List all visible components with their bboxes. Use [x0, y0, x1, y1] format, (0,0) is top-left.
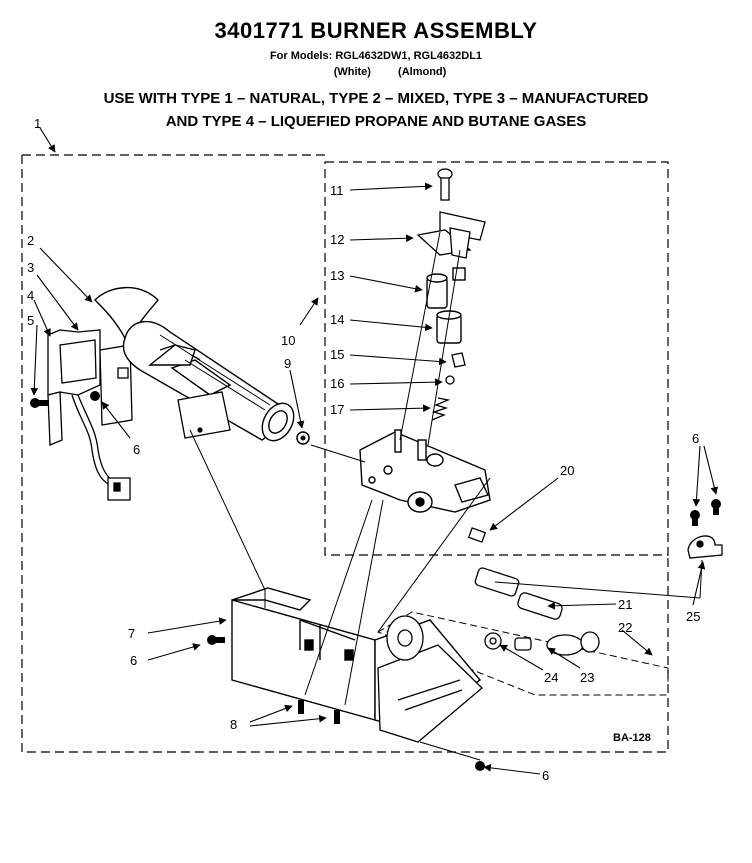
part-label-6: 6: [133, 442, 140, 457]
part-label-20: 20: [560, 463, 574, 478]
screw-icon: [334, 710, 340, 724]
pipe-fitting: [517, 592, 563, 620]
part-label-1: 1: [34, 116, 41, 131]
diagram-code: BA-128: [613, 732, 651, 744]
igniter-wiring: [71, 394, 131, 501]
gas-type-note-line1: USE WITH TYPE 1 – NATURAL, TYPE 2 – MIXE…: [103, 90, 649, 107]
orifice-icon: [467, 527, 487, 543]
part-label-7: 7: [128, 626, 135, 641]
screw-icon: [298, 700, 304, 714]
leader-arrows: [30, 127, 719, 775]
gas-valve-body: [359, 429, 491, 513]
burner-tube: [94, 286, 295, 442]
gas-type-note-line2: AND TYPE 4 – LIQUEFIED PROPANE AND BUTAN…: [165, 113, 587, 130]
screw-icon: [90, 391, 100, 401]
screw-icon: [690, 510, 700, 526]
part-label-10: 10: [281, 333, 295, 348]
part-label-5: 5: [27, 313, 34, 328]
part-label-6: 6: [692, 431, 699, 446]
part-label-25: 25: [686, 609, 700, 624]
clip-bracket: [687, 535, 723, 559]
solenoid-screw: [437, 168, 453, 201]
part-label-22: 22: [618, 620, 632, 635]
solenoid-coil: [426, 267, 466, 309]
part-label-12: 12: [330, 232, 344, 247]
part-label-17: 17: [330, 402, 344, 417]
part-label-23: 23: [580, 670, 594, 685]
screw-icon: [711, 499, 721, 515]
burner-lines: [159, 334, 271, 411]
part-label-4: 4: [27, 288, 34, 303]
part-label-24: 24: [544, 670, 558, 685]
valve-parts-small: [431, 352, 466, 421]
part-label-8: 8: [230, 717, 237, 732]
coil-retainer-bracket: [416, 211, 486, 259]
part-label-14: 14: [330, 312, 344, 327]
igniter-bracket: [47, 329, 133, 446]
assembly-boundary: [21, 155, 669, 753]
part-label-6: 6: [542, 768, 549, 783]
color-variants: (White) (Almond): [300, 66, 480, 78]
part-label-15: 15: [330, 347, 344, 362]
part-label-16: 16: [330, 376, 344, 391]
part-label-11: 11: [330, 183, 344, 198]
nut-icon: [296, 431, 310, 445]
assembly-lines: [189, 231, 703, 761]
valve-subassembly-box: [324, 161, 669, 556]
part-label-2: 2: [27, 233, 34, 248]
screw-icon: [475, 761, 485, 771]
part-label-9: 9: [284, 356, 291, 371]
inlet-parts-box: [376, 611, 669, 696]
heat-shield-plate: [177, 391, 231, 439]
part-label-3: 3: [27, 260, 34, 275]
screw-icon: [207, 635, 225, 645]
part-label-13: 13: [330, 268, 344, 283]
models-line: For Models: RGL4632DW1, RGL4632DL1: [269, 50, 483, 62]
part-label-6: 6: [130, 653, 137, 668]
diagram-title: 3401771 BURNER ASSEMBLY: [214, 18, 538, 43]
part-label-21: 21: [618, 597, 632, 612]
inlet-union-parts: [484, 631, 600, 656]
screw-icon: [30, 398, 49, 408]
color-almond: (Almond): [398, 66, 447, 78]
color-white: (White): [333, 66, 371, 78]
burner-base-plate: [377, 615, 483, 743]
